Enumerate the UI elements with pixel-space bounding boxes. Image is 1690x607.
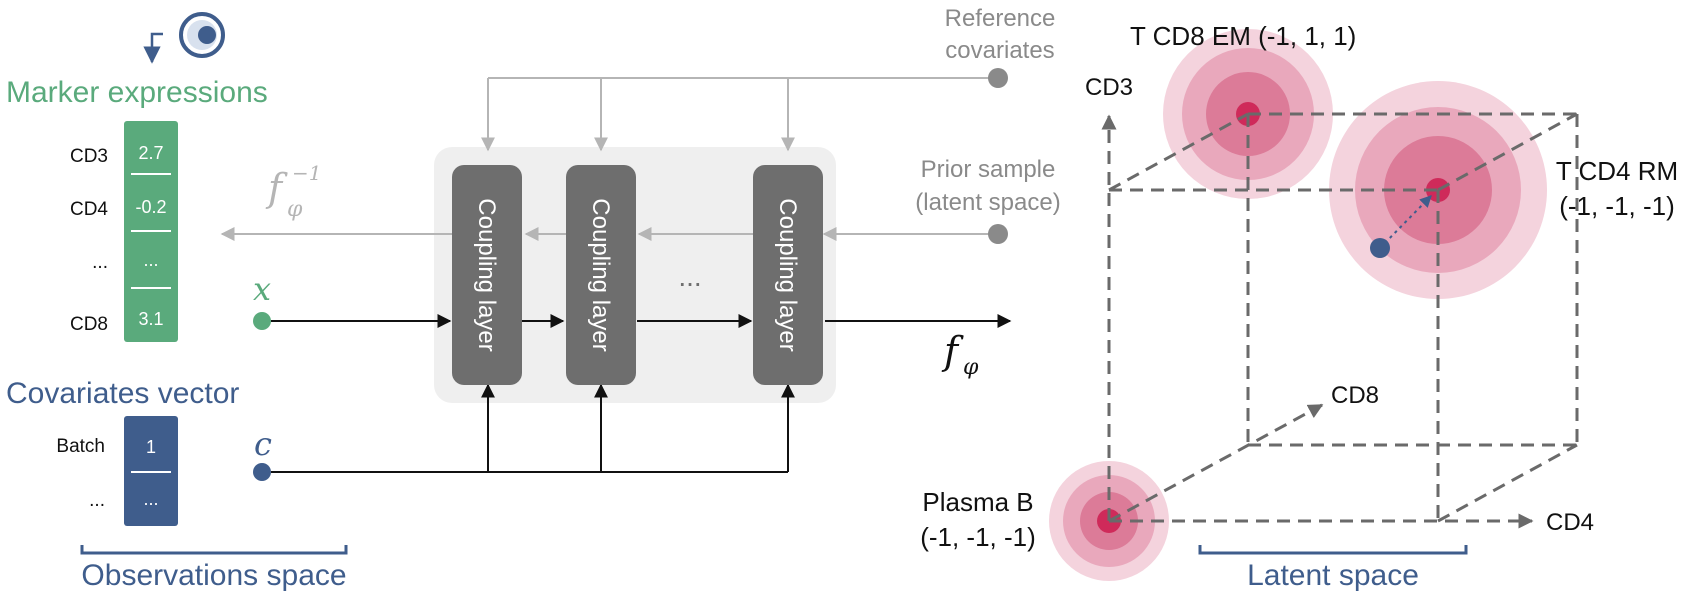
c-input-node [253,463,271,481]
axis-label-cd8: CD8 [1331,382,1379,409]
prior-sample-node [988,224,1008,244]
marker-label: CD8 [70,314,108,335]
latent-bracket [1198,545,1468,555]
svg-text:f: f [941,329,964,373]
coupling-layer-1: Coupling layer [452,165,522,385]
x-input-node [253,312,271,330]
prior-sample-label: Prior sample [921,156,1056,183]
sample-point [1370,238,1390,258]
marker-vector-dividers [131,173,171,289]
marker-expressions-title: Marker expressions [6,76,268,109]
latent-axes [1101,114,1534,529]
t-cd4-rm-label: (-1, -1, -1) [1559,191,1675,221]
eye-icon [179,12,225,58]
marker-label: CD3 [70,146,108,167]
coupling-layer-2: Coupling layer [566,165,636,385]
x-label: x [253,270,271,308]
reference-connector [481,77,998,152]
latent-cube [1108,112,1579,523]
c-label: c [254,425,272,463]
reference-covariates-label: Reference [945,5,1056,32]
reference-covariates-node [988,68,1008,88]
observations-bracket [80,545,348,555]
axis-label-cd3: CD3 [1085,74,1133,101]
plasma-b-label: Plasma B [922,487,1033,517]
svg-text:Coupling layer: Coupling layer [473,198,500,351]
prior-sample-label: (latent space) [915,189,1060,216]
svg-text:f: f [265,166,288,210]
covariate-label: Batch [56,436,105,457]
t-cd4-rm-label: T CD4 RM [1556,156,1678,186]
conditioning-path [271,383,795,473]
observations-space-label: Observations space [81,559,346,592]
marker-label: CD4 [70,199,108,220]
svg-text:Coupling layer: Coupling layer [774,198,801,351]
covariate-value: 1 [146,437,156,457]
marker-label: ... [92,252,108,273]
coupling-layer-3: Coupling layer [753,165,823,385]
svg-text:φ: φ [287,197,303,222]
t-cd8-em-label: T CD8 EM (-1, 1, 1) [1130,21,1356,51]
covariate-label: ... [89,490,105,511]
svg-text:−1: −1 [292,161,321,185]
covariates-vector-title: Covariates vector [6,377,239,410]
marker-value: 2.7 [138,143,163,163]
axis-label-cd4: CD4 [1546,509,1594,536]
layers-ellipsis: ... [678,261,701,292]
sample-to-cluster-arrow [1379,195,1432,249]
inverse-function-label: f φ −1 [265,161,321,222]
down-arrow-icon [143,32,163,64]
reference-covariates-label: covariates [945,37,1054,64]
forward-function-label: f φ [941,329,979,380]
svg-text:Coupling layer: Coupling layer [587,198,614,351]
covariate-value: ... [143,489,158,509]
marker-value: 3.1 [138,309,163,329]
marker-value: -0.2 [135,197,166,217]
marker-value: ... [143,250,158,270]
plasma-b-label: (-1, -1, -1) [920,522,1036,552]
svg-text:φ: φ [963,355,979,380]
latent-space-label: Latent space [1247,559,1419,592]
